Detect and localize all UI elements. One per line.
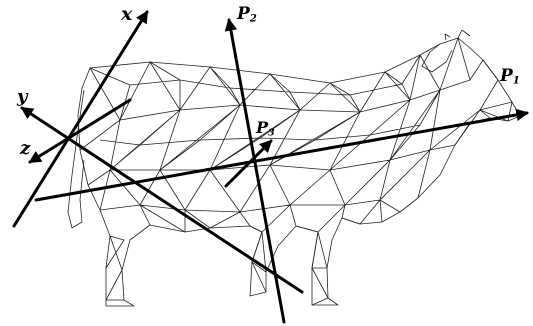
p1-axis-label: P1 <box>500 68 520 86</box>
cow-silhouette <box>78 38 520 306</box>
p3-letter: P <box>256 118 268 137</box>
x-axis-label: x <box>121 5 132 24</box>
z-axis-label: z <box>20 140 30 158</box>
z-axis-line <box>30 100 130 162</box>
p3-subscript: 3 <box>268 127 275 138</box>
p2-axis-label: P2 <box>237 6 257 24</box>
p1-subscript: 1 <box>513 75 520 87</box>
p2-axis-line <box>229 20 284 322</box>
p2-subscript: 2 <box>250 13 257 25</box>
p1-letter: P <box>500 66 513 86</box>
p3-axis-line <box>226 141 271 186</box>
cow-wireframe-mesh <box>68 30 520 306</box>
cow-tail <box>68 90 84 228</box>
p2-letter: P <box>237 4 250 24</box>
cow-ear <box>422 30 470 72</box>
p3-axis-label: P3 <box>256 120 275 138</box>
p1-axis-line <box>36 113 527 200</box>
y-axis-label: y <box>17 88 27 106</box>
